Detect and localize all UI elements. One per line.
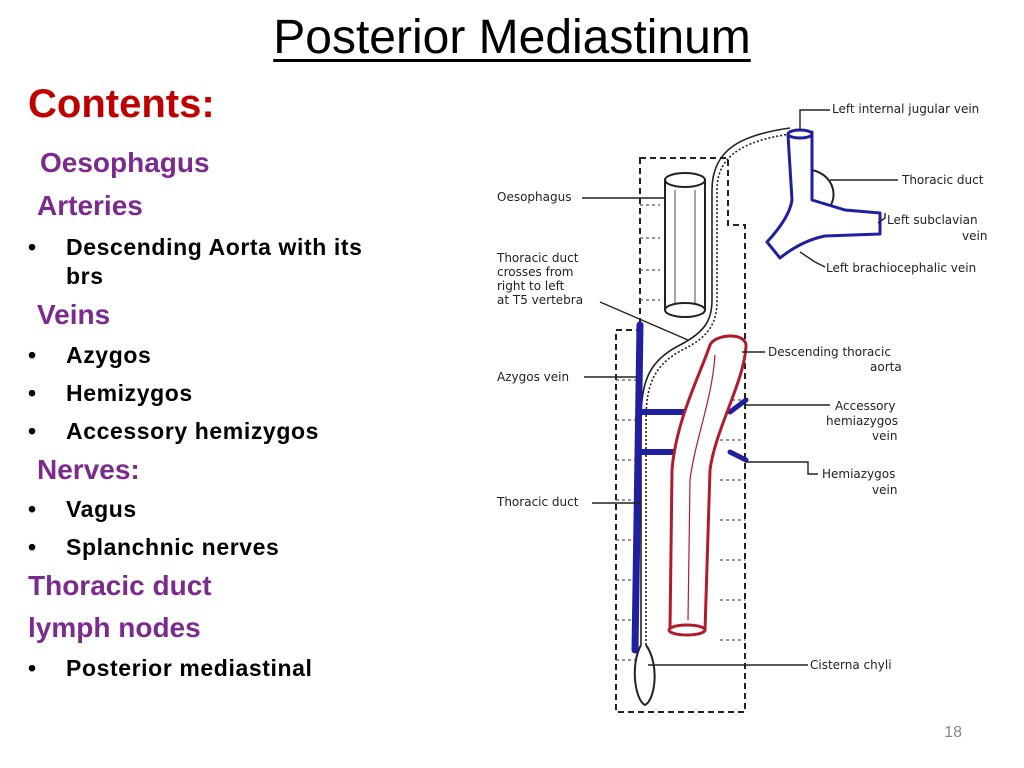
label-left-brachiocephalic-vein: Left brachiocephalic vein [826, 261, 976, 275]
bullet-dot: • [28, 234, 37, 260]
bullet-text: Posterior mediastinal [66, 655, 313, 681]
contents-heading: Contents: [28, 82, 215, 126]
heading-thoracic-duct: Thoracic duct [28, 570, 212, 601]
label-hemiazygos: Hemiazygos [822, 467, 895, 481]
slide-title-text: Posterior Mediastinum [273, 11, 751, 64]
label-left-internal-jugular-vein: Left internal jugular vein [832, 102, 979, 116]
item-oesophagus: Oesophagus [40, 147, 210, 178]
leader-lines [582, 109, 898, 666]
label-descending-aorta-2: aorta [870, 360, 902, 374]
label-cisterna-chyli: Cisterna chyli [810, 658, 892, 672]
bullet-dot: • [28, 496, 37, 522]
mediastinum-diagram: Left internal jugular vein Thoracic duct… [496, 102, 987, 713]
label-hemiazygos-2: vein [872, 483, 897, 497]
azygos-vein-shape [631, 321, 749, 654]
bullet-text: brs [66, 263, 104, 289]
diagram-labels: Left internal jugular vein Thoracic duct… [496, 102, 987, 672]
label-accessory-hemiazygos-3: vein [872, 429, 897, 443]
bullet-text: Hemizygos [66, 380, 193, 406]
label-descending-aorta: Descending thoracic [768, 345, 891, 359]
bullet-dot: • [28, 655, 37, 681]
bullet-dot: • [28, 342, 37, 368]
bullet-dot: • [28, 380, 37, 406]
bullet-dot: • [28, 418, 37, 444]
label-accessory-hemiazygos: Accessory [835, 399, 895, 413]
label-left-subclavian-2: vein [962, 229, 987, 243]
mediastinum-boundary [615, 157, 746, 713]
bullet-text: Accessory hemizygos [66, 418, 320, 444]
bullet-text: Splanchnic nerves [66, 534, 280, 560]
heading-lymph-nodes: lymph nodes [28, 612, 201, 643]
label-thoracic-duct: Thoracic duct [496, 495, 579, 509]
label-oesophagus: Oesophagus [497, 190, 571, 204]
bullet-dot: • [28, 534, 37, 560]
heading-arteries: Arteries [37, 190, 143, 221]
bullet-text: Vagus [66, 496, 137, 522]
label-left-subclavian: Left subclavian [887, 213, 978, 227]
heading-nerves: Nerves: [37, 454, 140, 485]
slide-title: Posterior Mediastinum [0, 11, 1024, 65]
bullet-text: Descending Aorta with its [66, 234, 363, 260]
label-crosses-3: right to left [497, 279, 565, 293]
label-crosses-4: at T5 vertebra [497, 293, 583, 307]
left-brachiocephalic-vein-shape [765, 128, 882, 260]
heading-veins: Veins [37, 299, 111, 330]
label-accessory-hemiazygos-2: hemiazygos [826, 414, 898, 428]
cisterna-chyli-shape [633, 644, 656, 707]
label-crosses-2: crosses from [497, 265, 574, 279]
label-crosses-1: Thoracic duct [496, 251, 579, 265]
label-thoracic-duct-top: Thoracic duct [901, 173, 984, 187]
label-azygos-vein: Azygos vein [497, 370, 569, 384]
oesophagus-shape [664, 172, 706, 318]
descending-aorta-shape [667, 334, 748, 637]
page-number: 18 [944, 724, 962, 741]
bullet-text: Azygos [66, 342, 152, 368]
